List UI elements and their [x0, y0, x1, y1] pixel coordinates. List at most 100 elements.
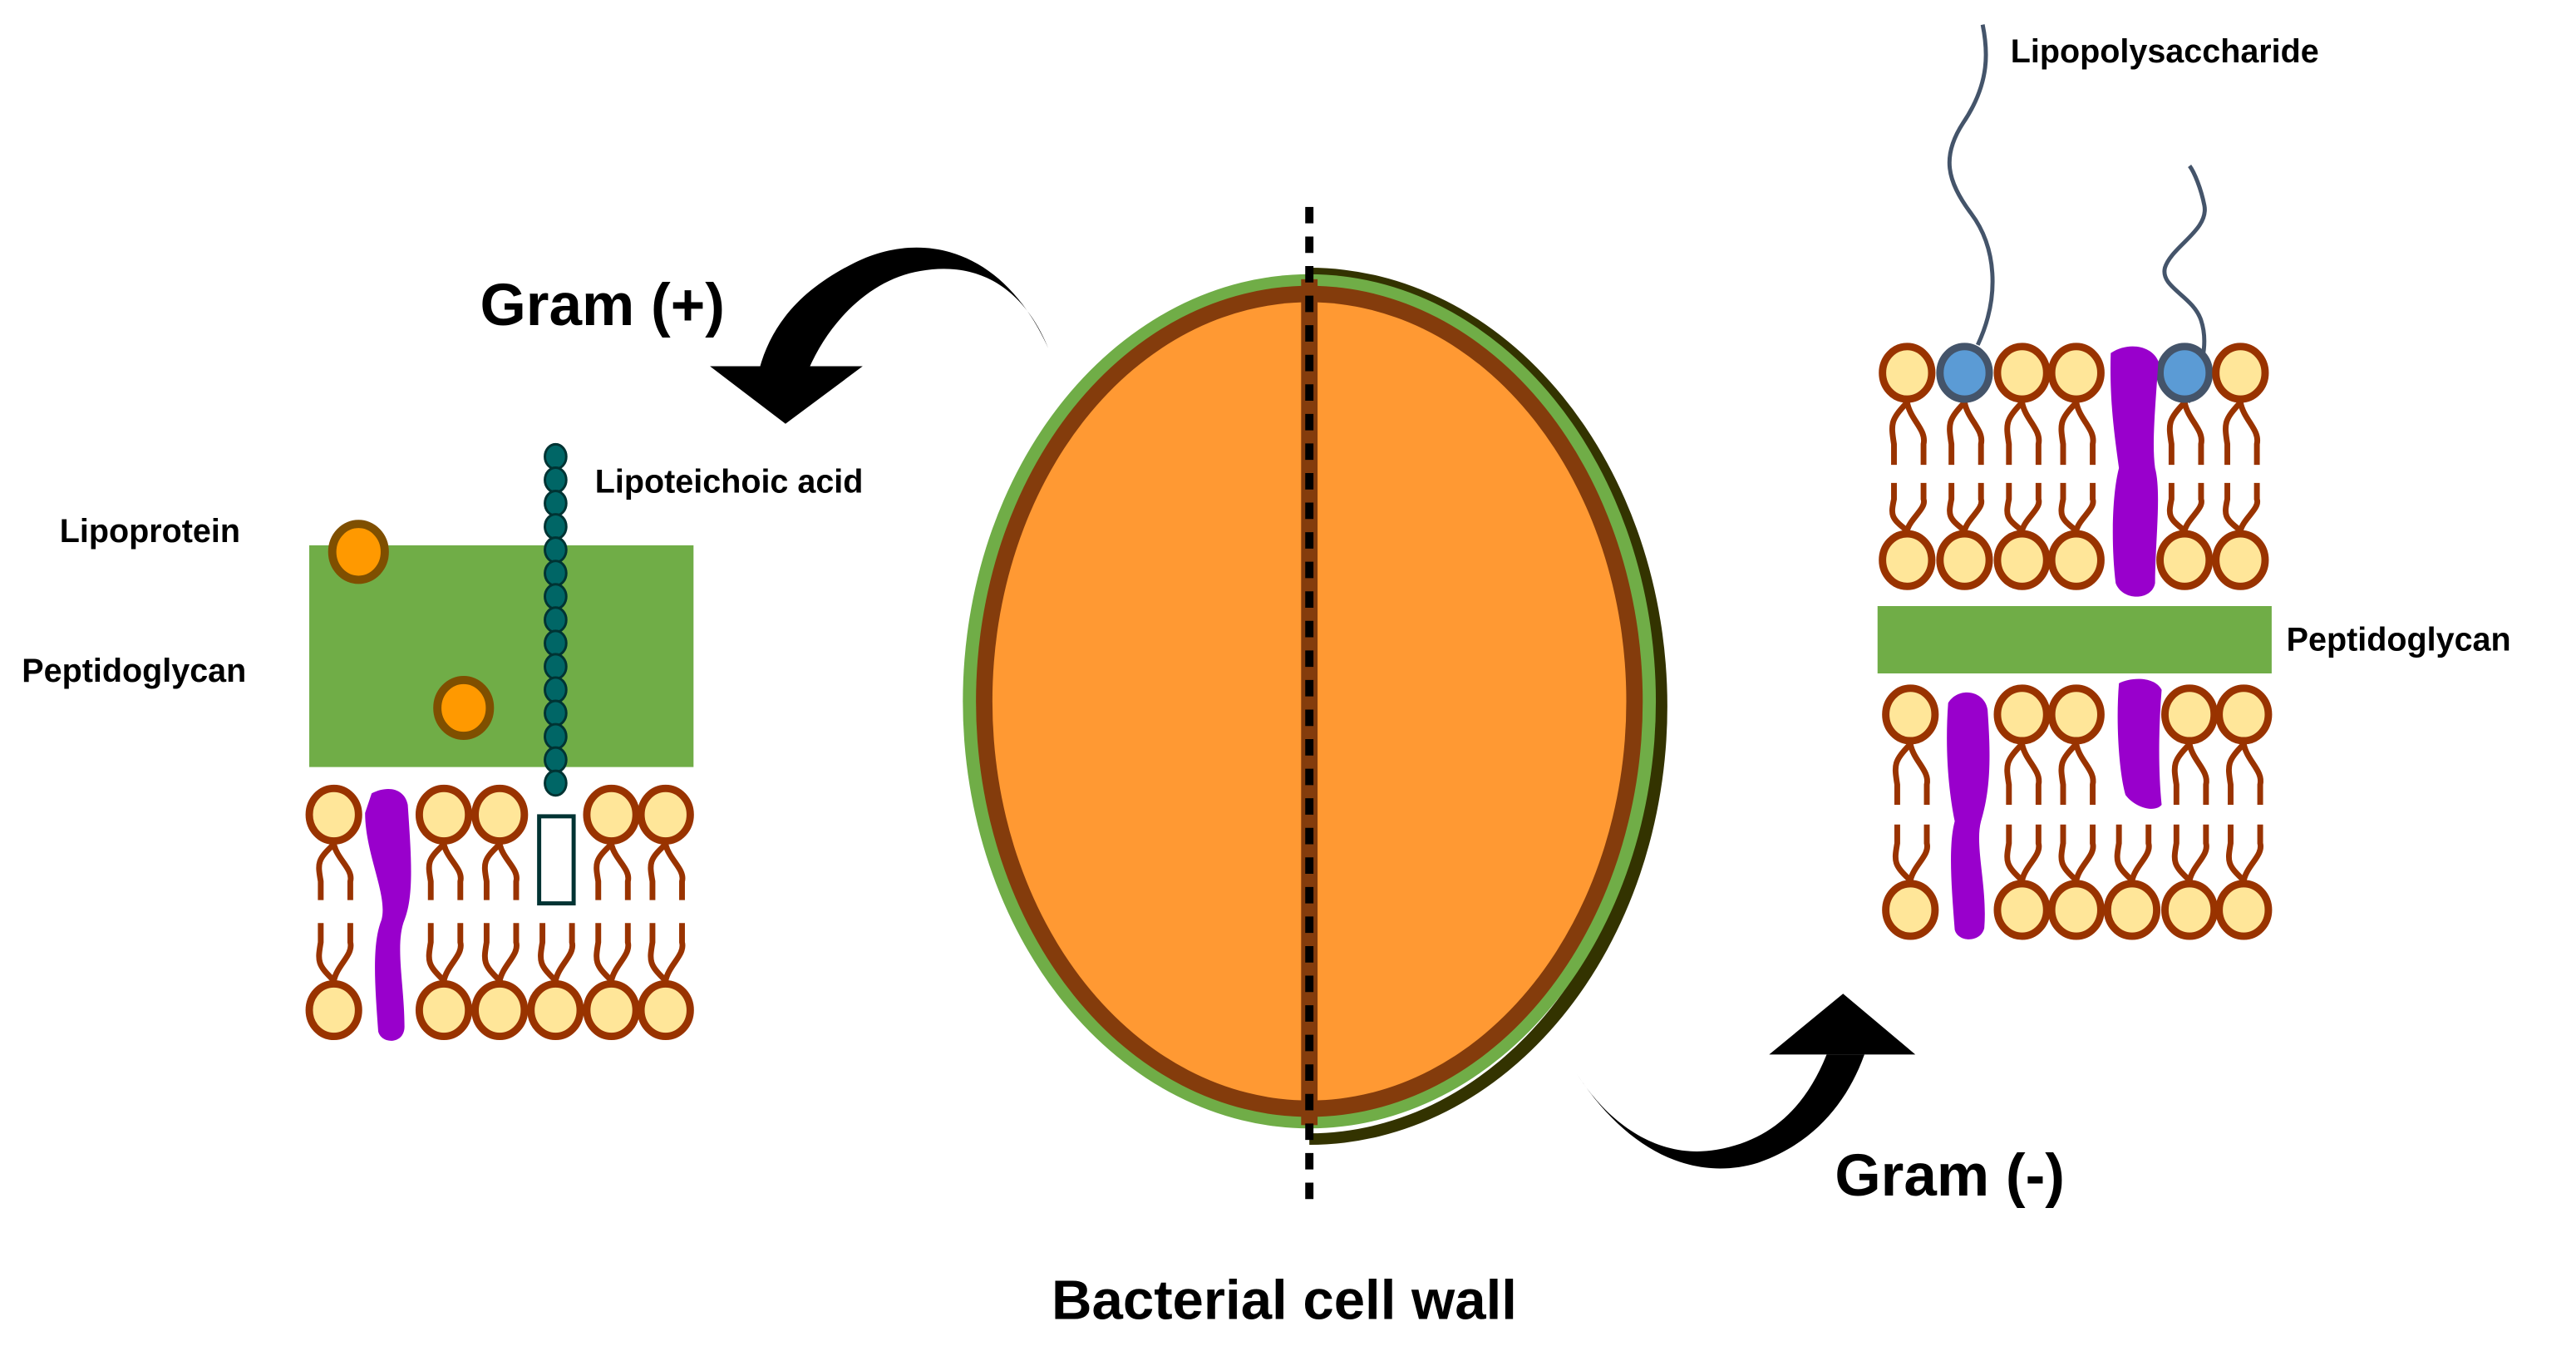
lipid-tail: [2019, 482, 2042, 532]
lipid-tail: [496, 843, 520, 900]
lipid-tail: [1907, 743, 1930, 806]
lipid-head: [1993, 530, 2051, 590]
peptidoglycan-layer-thin: [1877, 606, 2272, 673]
cell-divider-band: [1301, 279, 1318, 1126]
lipid-head: [637, 784, 694, 845]
lipid-tail: [2004, 824, 2026, 887]
teichoic-bead: [544, 583, 568, 610]
lipid-head: [2047, 880, 2105, 940]
teichoic-bead: [544, 629, 568, 657]
lipid-tail: [2019, 824, 2042, 881]
lps-anchor-head: [1936, 343, 1993, 403]
lipid-tail: [426, 923, 447, 988]
lipoteichoic-acid-label: Lipoteichoic acid: [595, 464, 864, 500]
lipid-head: [305, 979, 362, 1041]
lipid-tail: [2171, 737, 2193, 806]
lipid-tail: [2181, 402, 2204, 466]
lipid-tail: [1907, 824, 1930, 881]
lipid-head: [471, 979, 529, 1041]
lipid-tail: [608, 923, 632, 982]
lipid-tail: [331, 843, 354, 900]
teichoic-bead: [544, 490, 568, 517]
lipid-head: [305, 784, 362, 845]
inner-membrane: [1882, 684, 2273, 940]
lipid-head: [415, 784, 473, 845]
arrow-to-gram-negative: [1577, 994, 1916, 1169]
teichoic-bead: [544, 536, 568, 564]
lipid-tail: [426, 837, 447, 900]
lipid-tail: [1889, 396, 1910, 466]
lipid-tail: [1893, 824, 1914, 887]
lipid-tail: [2181, 482, 2204, 532]
teichoic-bead: [544, 746, 568, 774]
lipid-head: [1993, 880, 2051, 940]
lipid-tail: [2171, 824, 2193, 887]
lipid-head: [1993, 684, 2051, 745]
outer-membrane: [1879, 343, 2269, 590]
lipid-tail: [2019, 743, 2042, 806]
teichoic-bead: [544, 513, 568, 540]
arrow-head: [1769, 994, 1916, 1055]
lipid-head: [2047, 684, 2105, 745]
lipid-tail: [2073, 743, 2096, 806]
lipid-head: [2103, 880, 2161, 940]
lipid-tail: [316, 923, 337, 988]
peptidoglycan-label: Peptidoglycan: [2287, 621, 2511, 658]
teichoic-bead: [544, 699, 568, 727]
lipid-tail: [2166, 396, 2188, 466]
lipid-tail: [2004, 396, 2026, 466]
lipid-head: [1882, 684, 1939, 745]
lipid-tail: [594, 923, 615, 988]
arrow-head: [710, 366, 863, 424]
lipoprotein-molecule: [328, 520, 389, 584]
teichoic-bead: [544, 442, 568, 471]
lipopolysaccharide-label: Lipopolysaccharide: [2011, 33, 2319, 70]
teichoic-bead: [544, 722, 568, 751]
bacterial-cell: [963, 206, 1667, 1208]
gram-negative-wall: Lipopolysaccharide Peptidoglycan: [1877, 24, 2511, 940]
lipid-tail: [2073, 482, 2096, 532]
lipid-tail: [662, 843, 686, 900]
lipid-head: [1879, 343, 1936, 403]
lipoprotein-molecule: [433, 675, 495, 741]
lipid-tail: [2223, 396, 2244, 466]
lipid-head: [2212, 530, 2269, 590]
lipid-head: [2161, 684, 2219, 745]
lipid-tail: [1962, 402, 1985, 466]
lipid-head: [2212, 343, 2269, 403]
lipoteichoic-acid-chain: [544, 442, 568, 797]
lipid-tail: [2238, 482, 2260, 532]
lipoprotein-label: Lipoprotein: [60, 513, 240, 550]
transmembrane-protein: [365, 789, 411, 1041]
curved-arrow-shaft: [759, 247, 1049, 370]
curved-arrow-shaft: [1577, 1054, 1864, 1169]
lipid-head: [2215, 880, 2273, 940]
lipid-tail: [1893, 737, 1914, 806]
lipid-tail: [2073, 402, 2096, 466]
teichoic-bead: [544, 653, 568, 681]
lipid-head: [527, 979, 584, 1041]
lipid-tail: [316, 837, 337, 900]
lipid-tail: [594, 837, 615, 900]
peptidoglycan-layer-thick: [309, 545, 694, 767]
lipid-tail: [2073, 824, 2096, 881]
lipid-tail: [648, 923, 669, 988]
lipid-tail: [496, 923, 520, 982]
gram-negative-label: Gram (-): [1835, 1143, 2065, 1209]
lipid-head: [1879, 530, 1936, 590]
lipid-head: [1993, 343, 2051, 403]
lipid-head: [2161, 880, 2219, 940]
lps-chain: [1947, 24, 1995, 346]
teichoic-bead: [544, 560, 568, 587]
arrow-to-gram-positive: [710, 247, 1049, 424]
lipid-tail: [2129, 824, 2152, 881]
lipid-tail: [2186, 743, 2209, 806]
lipid-tail: [2058, 396, 2080, 466]
lps-chain: [2162, 165, 2207, 403]
transmembrane-protein: [1947, 692, 1990, 939]
lipid-tail: [2004, 737, 2026, 806]
lipid-head: [1882, 880, 1939, 940]
lipid-tail: [1904, 482, 1927, 532]
lipid-tail: [2240, 743, 2263, 806]
lipid-tail: [648, 837, 669, 900]
